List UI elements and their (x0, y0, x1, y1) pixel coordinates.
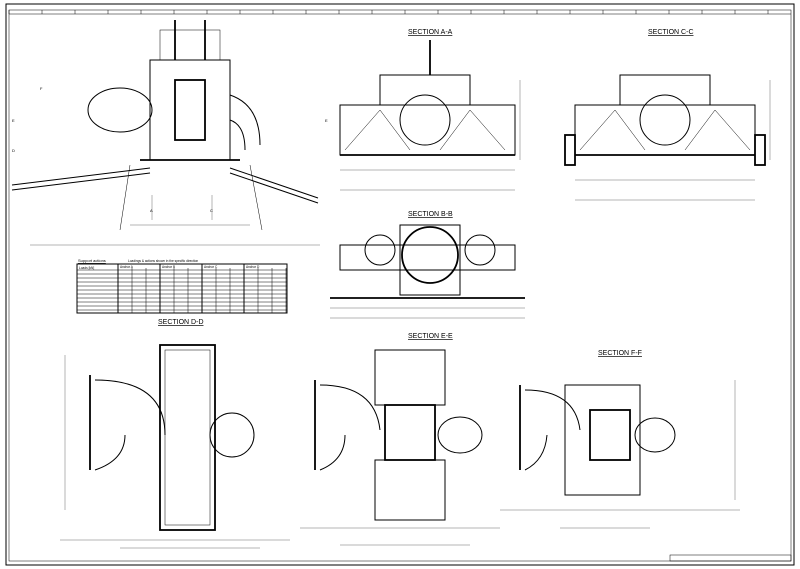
section-c-c-view (564, 74, 771, 201)
main-elevation-view (11, 20, 320, 246)
table-first-col-header: Loads [kN] (79, 266, 94, 270)
section-f-f-view (500, 380, 740, 529)
marker-e-a: E (325, 118, 328, 123)
table-group-header: Anchor D (246, 265, 260, 269)
section-b-title: SECTION B-B (408, 211, 453, 218)
section-e-e-view (300, 349, 500, 546)
drawing-frame (5, 3, 795, 566)
table-group-header: Anchor A (120, 265, 134, 269)
table-subtitle: Loadings & actions shown in the specific… (128, 259, 198, 263)
table-group-header: Anchor C (204, 265, 218, 269)
table-title: Support actions (78, 258, 106, 263)
marker-f-left: F (40, 86, 43, 91)
section-c-title: SECTION C-C (648, 29, 694, 36)
section-d-title: SECTION D-D (158, 319, 204, 326)
section-e-title: SECTION E-E (408, 333, 453, 340)
section-d-d-view (60, 344, 290, 549)
marker-e-left: E (12, 118, 15, 123)
section-f-title: SECTION F-F (598, 350, 642, 357)
title-block (669, 554, 792, 562)
section-a-title: SECTION A-A (408, 29, 453, 36)
marker-a: A (150, 208, 153, 213)
table-group-header: Anchor B (162, 265, 175, 269)
section-b-b-view (330, 224, 525, 319)
marker-d-left: D (12, 148, 15, 153)
support-actions-table: Support actions Loadings & actions shown… (76, 258, 288, 314)
marker-c: C (210, 208, 213, 213)
section-a-a-view (339, 40, 521, 191)
